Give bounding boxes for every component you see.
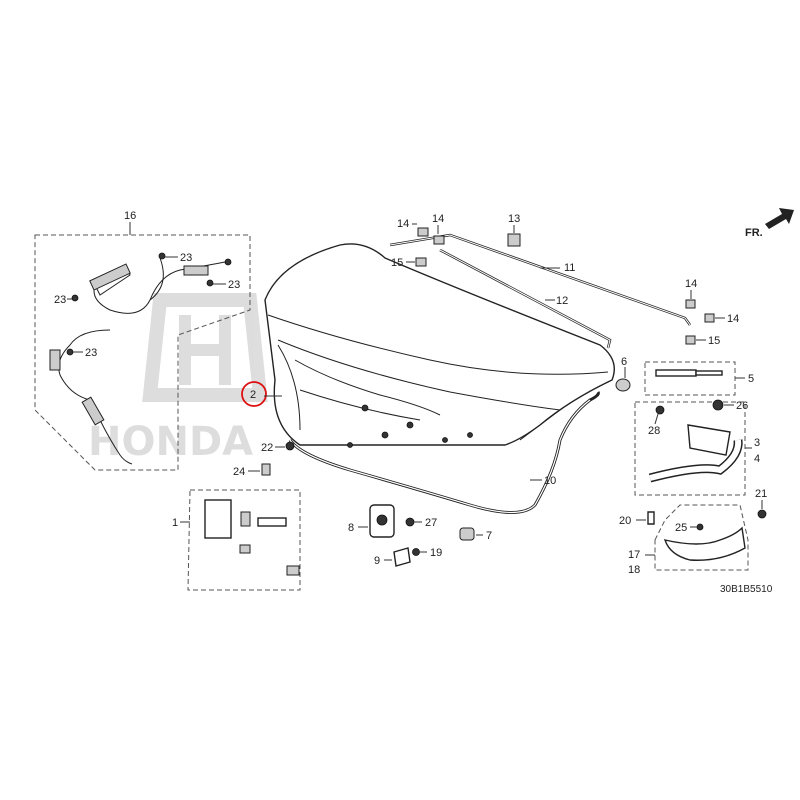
diagram-code: 30B1B5510 <box>720 584 773 595</box>
callout-13: 13 <box>508 213 520 225</box>
weatherstrip-10: 10 <box>288 391 600 514</box>
callout-23-d: 23 <box>85 347 97 359</box>
torsion-rods: 11 12 <box>389 233 692 349</box>
front-direction-arrow: FR. <box>745 208 794 239</box>
part-9-19: 9 19 <box>374 547 442 567</box>
callout-18: 18 <box>628 564 640 576</box>
callout-14-b: 14 <box>432 213 444 225</box>
callout-22: 22 <box>261 442 273 454</box>
small-parts-22-24: 22 24 <box>233 441 295 478</box>
callout-12: 12 <box>556 295 568 307</box>
part-6: 6 <box>615 356 631 392</box>
callout-16: 16 <box>124 210 136 222</box>
callout-6: 6 <box>621 356 627 368</box>
callout-4: 4 <box>754 453 760 465</box>
callout-28: 28 <box>648 425 660 437</box>
callout-25: 25 <box>675 522 687 534</box>
trunk-lock-8: 8 27 <box>348 504 437 538</box>
callout-26: 26 <box>736 400 748 412</box>
hinge-group-3-4: 26 28 3 4 <box>634 399 760 496</box>
callout-2-highlight-ring <box>241 381 267 407</box>
trunk-lid-2 <box>264 243 615 448</box>
part-7-bumper: 7 <box>459 527 492 542</box>
callout-15-a: 15 <box>391 257 403 269</box>
group-1-labels: 1 <box>172 489 301 591</box>
callout-10: 10 <box>544 475 556 487</box>
callout-1: 1 <box>172 517 178 529</box>
callout-20: 20 <box>619 515 631 527</box>
callout-23-a: 23 <box>180 252 192 264</box>
support-strut-5: 5 <box>644 361 754 396</box>
callout-14-a: 14 <box>397 218 409 230</box>
honda-watermark-logo: HONDA <box>88 293 268 465</box>
callout-3: 3 <box>754 437 760 449</box>
group-17-18: 20 21 25 17 18 <box>619 488 767 576</box>
callout-14-d: 14 <box>727 313 739 325</box>
callout-8: 8 <box>348 522 354 534</box>
callout-7: 7 <box>486 530 492 542</box>
callout-21: 21 <box>755 488 767 500</box>
front-label: FR. <box>745 227 763 239</box>
callout-2: 2 <box>250 389 256 401</box>
callout-27: 27 <box>425 517 437 529</box>
callout-17: 17 <box>628 549 640 561</box>
watermark-text: HONDA <box>88 419 253 465</box>
callout-23-b: 23 <box>228 279 240 291</box>
callout-9: 9 <box>374 555 380 567</box>
callout-23-c: 23 <box>54 294 66 306</box>
rod-clips: 14 14 15 14 14 15 <box>391 213 739 347</box>
group-16-cable-harness: 16 23 23 23 23 <box>34 210 251 471</box>
callout-5: 5 <box>748 373 754 385</box>
callout-19: 19 <box>430 547 442 559</box>
callout-15-b: 15 <box>708 335 720 347</box>
callout-14-c: 14 <box>685 278 697 290</box>
callout-24: 24 <box>233 466 245 478</box>
callout-11: 11 <box>564 262 575 274</box>
part-13-clip: 13 <box>507 213 521 247</box>
